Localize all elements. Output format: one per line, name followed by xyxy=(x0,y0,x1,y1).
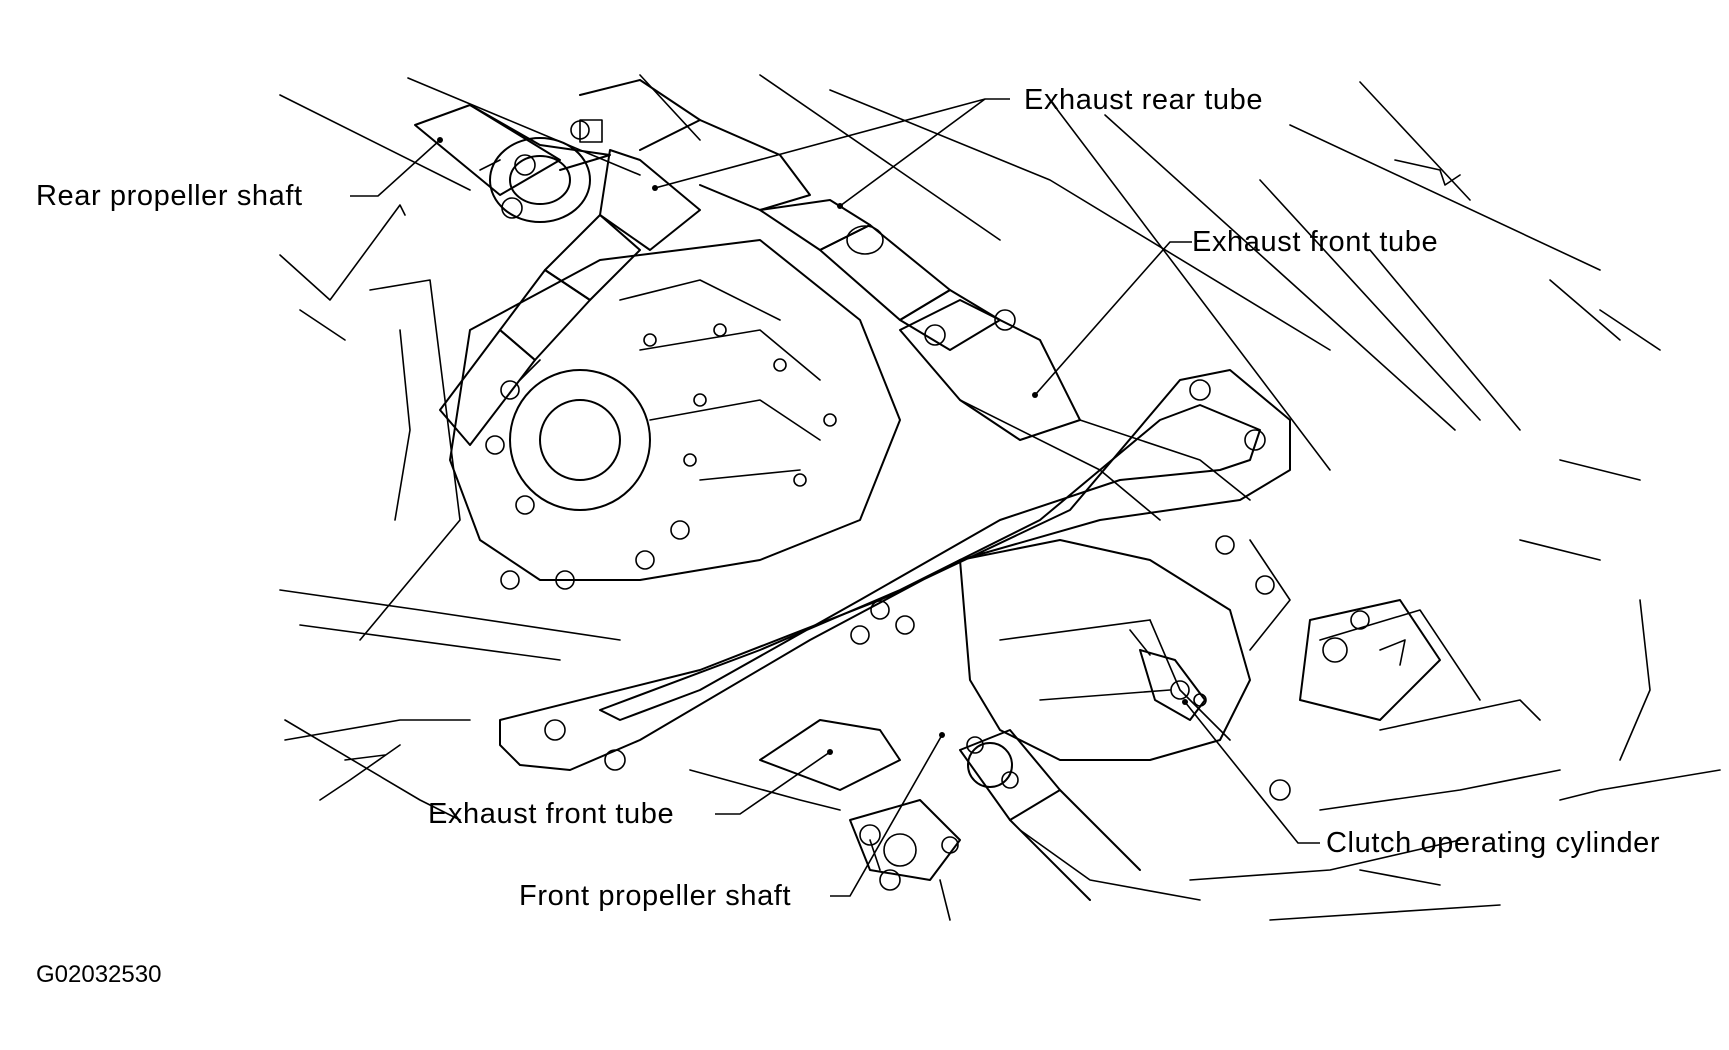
label-exhaust-rear-tube: Exhaust rear tube xyxy=(1024,84,1264,116)
label-exhaust-front-tube-lower: Exhaust front tube xyxy=(428,798,675,830)
leader-dot-exhaust-rear-tube-b xyxy=(837,203,843,209)
leader-dot-rear-propeller-shaft xyxy=(437,137,443,143)
leader-dot-exhaust-front-tube-lower xyxy=(827,749,833,755)
transfer-case-drawing xyxy=(449,239,901,590)
leader-dot-exhaust-front-tube-upper xyxy=(1032,392,1038,398)
leader-exhaust-rear-tube-a xyxy=(654,98,1010,189)
exhaust-rear-tube-drawing xyxy=(439,79,1001,446)
label-exhaust-front-tube-upper: Exhaust front tube xyxy=(1192,226,1439,258)
label-front-propeller-shaft: Front propeller shaft xyxy=(519,880,792,912)
leader-exhaust-front-tube-upper xyxy=(1034,241,1192,396)
leader-clutch-operating-cylinder xyxy=(1184,701,1320,844)
clutch-operating-cylinder-drawing xyxy=(1129,629,1291,801)
rear-propeller-shaft-drawing xyxy=(414,104,611,223)
crossmember-drawing xyxy=(499,369,1291,771)
leader-front-propeller-shaft xyxy=(830,734,943,897)
exhaust-front-tube-upper-drawing xyxy=(899,299,1251,521)
leader-dot-clutch-operating-cylinder xyxy=(1182,699,1188,705)
leader-exhaust-rear-tube-b xyxy=(839,98,986,207)
transmission-lower-drawing xyxy=(959,535,1441,761)
front-propeller-shaft-drawing xyxy=(959,729,1141,901)
leader-dot-exhaust-rear-tube-a xyxy=(652,185,658,191)
leader-exhaust-front-tube-lower xyxy=(715,751,831,815)
label-rear-propeller-shaft: Rear propeller shaft xyxy=(36,180,303,212)
leader-rear-propeller-shaft xyxy=(350,139,441,197)
leader-dot-front-propeller-shaft xyxy=(939,732,945,738)
chassis-lines xyxy=(279,74,1721,921)
figure-id: G02032530 xyxy=(36,961,162,988)
leader-lines xyxy=(350,98,1320,897)
label-clutch-operating-cylinder: Clutch operating cylinder xyxy=(1326,827,1661,859)
exhaust-front-tube-lower-drawing xyxy=(759,719,961,921)
